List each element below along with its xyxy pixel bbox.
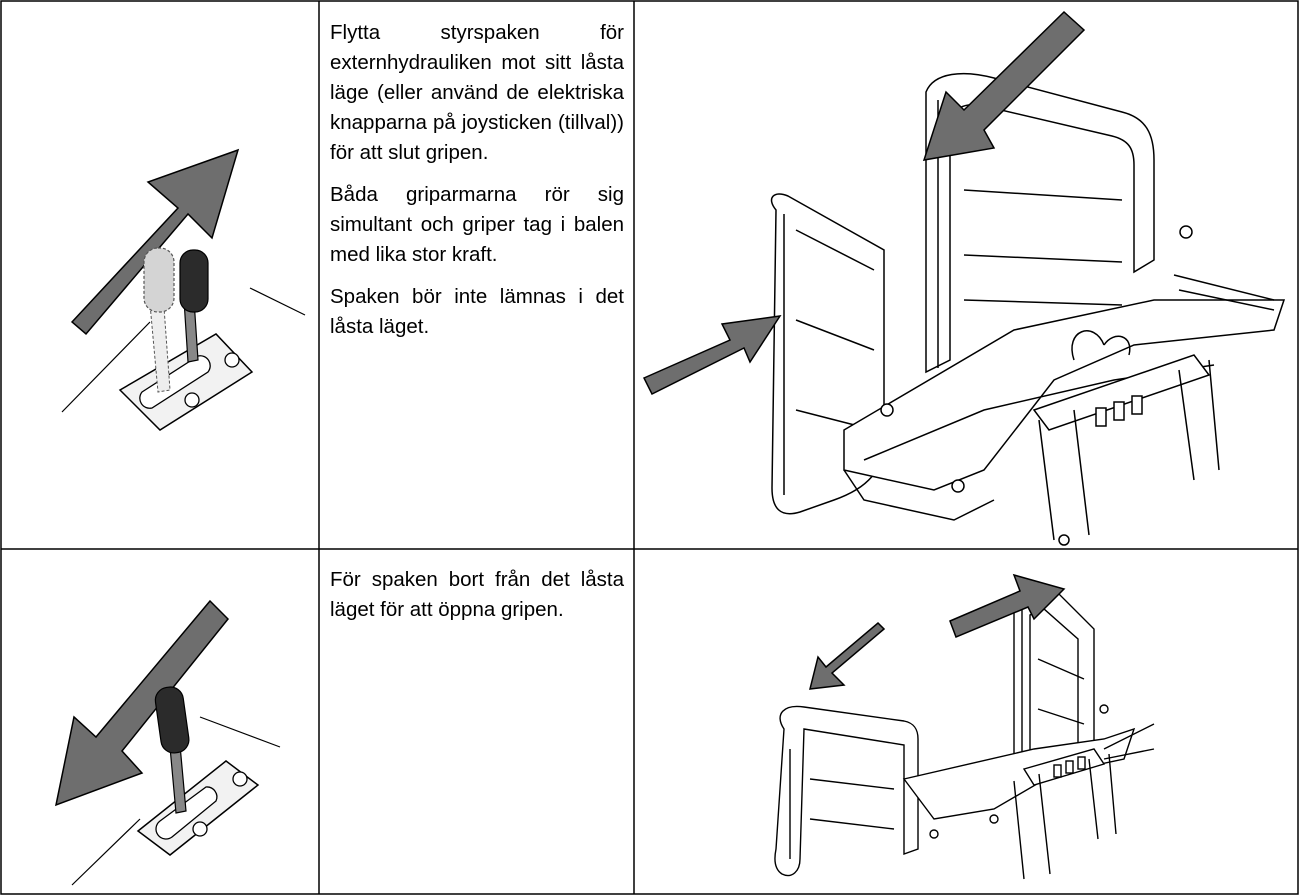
bale-grip-opening-illustration — [774, 573, 1155, 880]
row-2: För spaken bort från det låsta läget för… — [0, 549, 1299, 895]
instruction-text-1: Flytta styrspaken för externhydrauliken … — [330, 18, 624, 354]
lever-push-illustration — [61, 148, 306, 431]
move-down-arrow-icon — [54, 599, 230, 807]
lever-pull-illustration — [54, 599, 281, 886]
row-1: Flytta styrspaken för externhydrauliken … — [61, 10, 1286, 546]
instruction-paragraph: Båda griparmarna rör sig simultant och g… — [330, 183, 624, 266]
press-in-arrow-icon — [642, 315, 782, 396]
instruction-text-2: För spaken bort från det låsta läget för… — [330, 565, 624, 637]
open-arrow-icon — [949, 573, 1066, 638]
open-arrow-icon — [809, 621, 886, 690]
bale-grip-closing-illustration — [642, 10, 1286, 546]
move-up-arrow-icon — [70, 148, 240, 336]
instruction-paragraph: Flytta styrspaken för externhydrauliken … — [330, 21, 624, 164]
instruction-paragraph: För spaken bort från det låsta läget för… — [330, 568, 624, 621]
instruction-paragraph: Spaken bör inte lämnas i det låsta läget… — [330, 285, 624, 338]
press-in-arrow-icon — [922, 10, 1086, 161]
